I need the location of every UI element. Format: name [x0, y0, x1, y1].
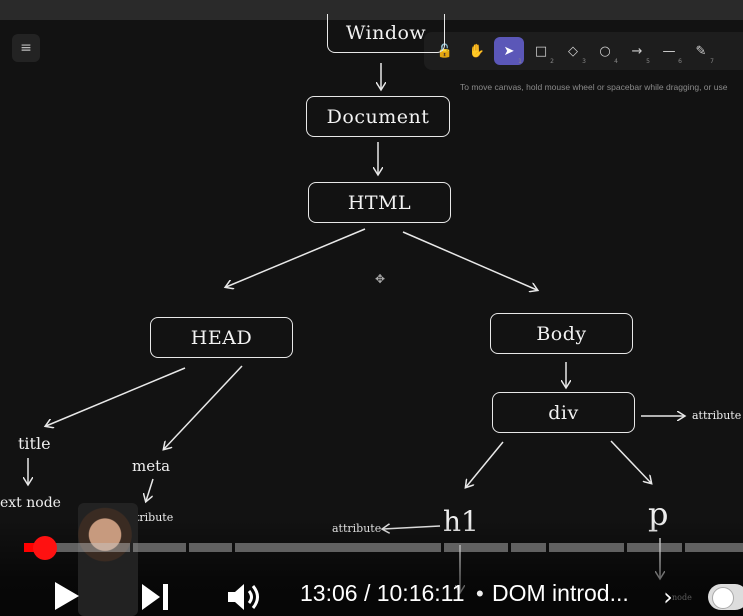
play-button[interactable]	[48, 578, 84, 614]
arrow-icon[interactable]: →5	[631, 43, 650, 66]
time-display: 13:06 / 10:16:11	[300, 580, 465, 606]
progress-segment[interactable]	[549, 543, 625, 552]
label-text-node: ext node	[0, 495, 61, 511]
scrubber-handle[interactable]	[33, 536, 57, 560]
node-div[interactable]: div	[492, 392, 635, 433]
pointer-icon[interactable]: ➤1	[494, 37, 524, 65]
move-cursor-icon: ✥	[375, 272, 386, 286]
progress-segment[interactable]	[38, 543, 131, 552]
node-head[interactable]: HEAD	[150, 317, 293, 358]
node-document[interactable]: Document	[306, 96, 450, 137]
progress-segment[interactable]	[133, 543, 187, 552]
pencil-icon[interactable]: ✎7	[695, 43, 714, 66]
node-body[interactable]: Body	[490, 313, 633, 354]
arrow-html-head	[226, 228, 366, 287]
line-icon[interactable]: —6	[662, 43, 683, 66]
progress-segment[interactable]	[234, 543, 441, 552]
progress-bar[interactable]	[24, 543, 743, 552]
arrow-div-h1	[466, 441, 504, 487]
ellipse-icon[interactable]: ○4	[599, 43, 618, 66]
volume-icon	[228, 584, 259, 610]
top-bar	[0, 0, 743, 20]
node-window[interactable]: Window	[327, 14, 445, 53]
node-html[interactable]: HTML	[308, 182, 451, 223]
autoplay-toggle[interactable]	[708, 584, 743, 610]
progress-segment[interactable]	[189, 543, 232, 552]
chevron-right-icon[interactable]: ›	[663, 583, 673, 611]
progress-segment[interactable]	[627, 543, 683, 552]
progress-segment[interactable]	[443, 543, 509, 552]
video-chapter-title[interactable]: DOM introd...	[492, 580, 629, 606]
diamond-icon[interactable]: ◇3	[568, 43, 586, 66]
title-separator: •	[476, 581, 484, 606]
next-button[interactable]	[137, 580, 173, 614]
arrow-head-title	[46, 367, 186, 426]
label-div-attribute: attribute	[692, 409, 742, 422]
label-meta: meta	[132, 457, 171, 475]
play-icon	[55, 582, 79, 610]
hand-icon[interactable]: ✋	[468, 43, 486, 59]
menu-icon[interactable]: ≡	[12, 34, 40, 62]
canvas-hint: To move canvas, hold mouse wheel or spac…	[460, 82, 728, 92]
progress-segment[interactable]	[685, 543, 743, 552]
next-icon	[142, 584, 168, 610]
toggle-knob	[712, 587, 734, 609]
arrow-head-meta	[164, 365, 243, 449]
arrow-div-p	[610, 440, 651, 483]
volume-button[interactable]	[224, 580, 264, 614]
progress-segment[interactable]	[24, 543, 36, 552]
drawing-toolbar: 🔓✋➤1□2◇3○4→5—6✎7	[424, 32, 743, 70]
progress-segment[interactable]	[511, 543, 547, 552]
arrow-html-body	[402, 231, 537, 290]
rectangle-icon[interactable]: □2	[534, 43, 554, 66]
label-title: title	[18, 434, 51, 453]
presenter-webcam	[78, 503, 138, 616]
arrow-meta-attribute	[146, 478, 154, 501]
